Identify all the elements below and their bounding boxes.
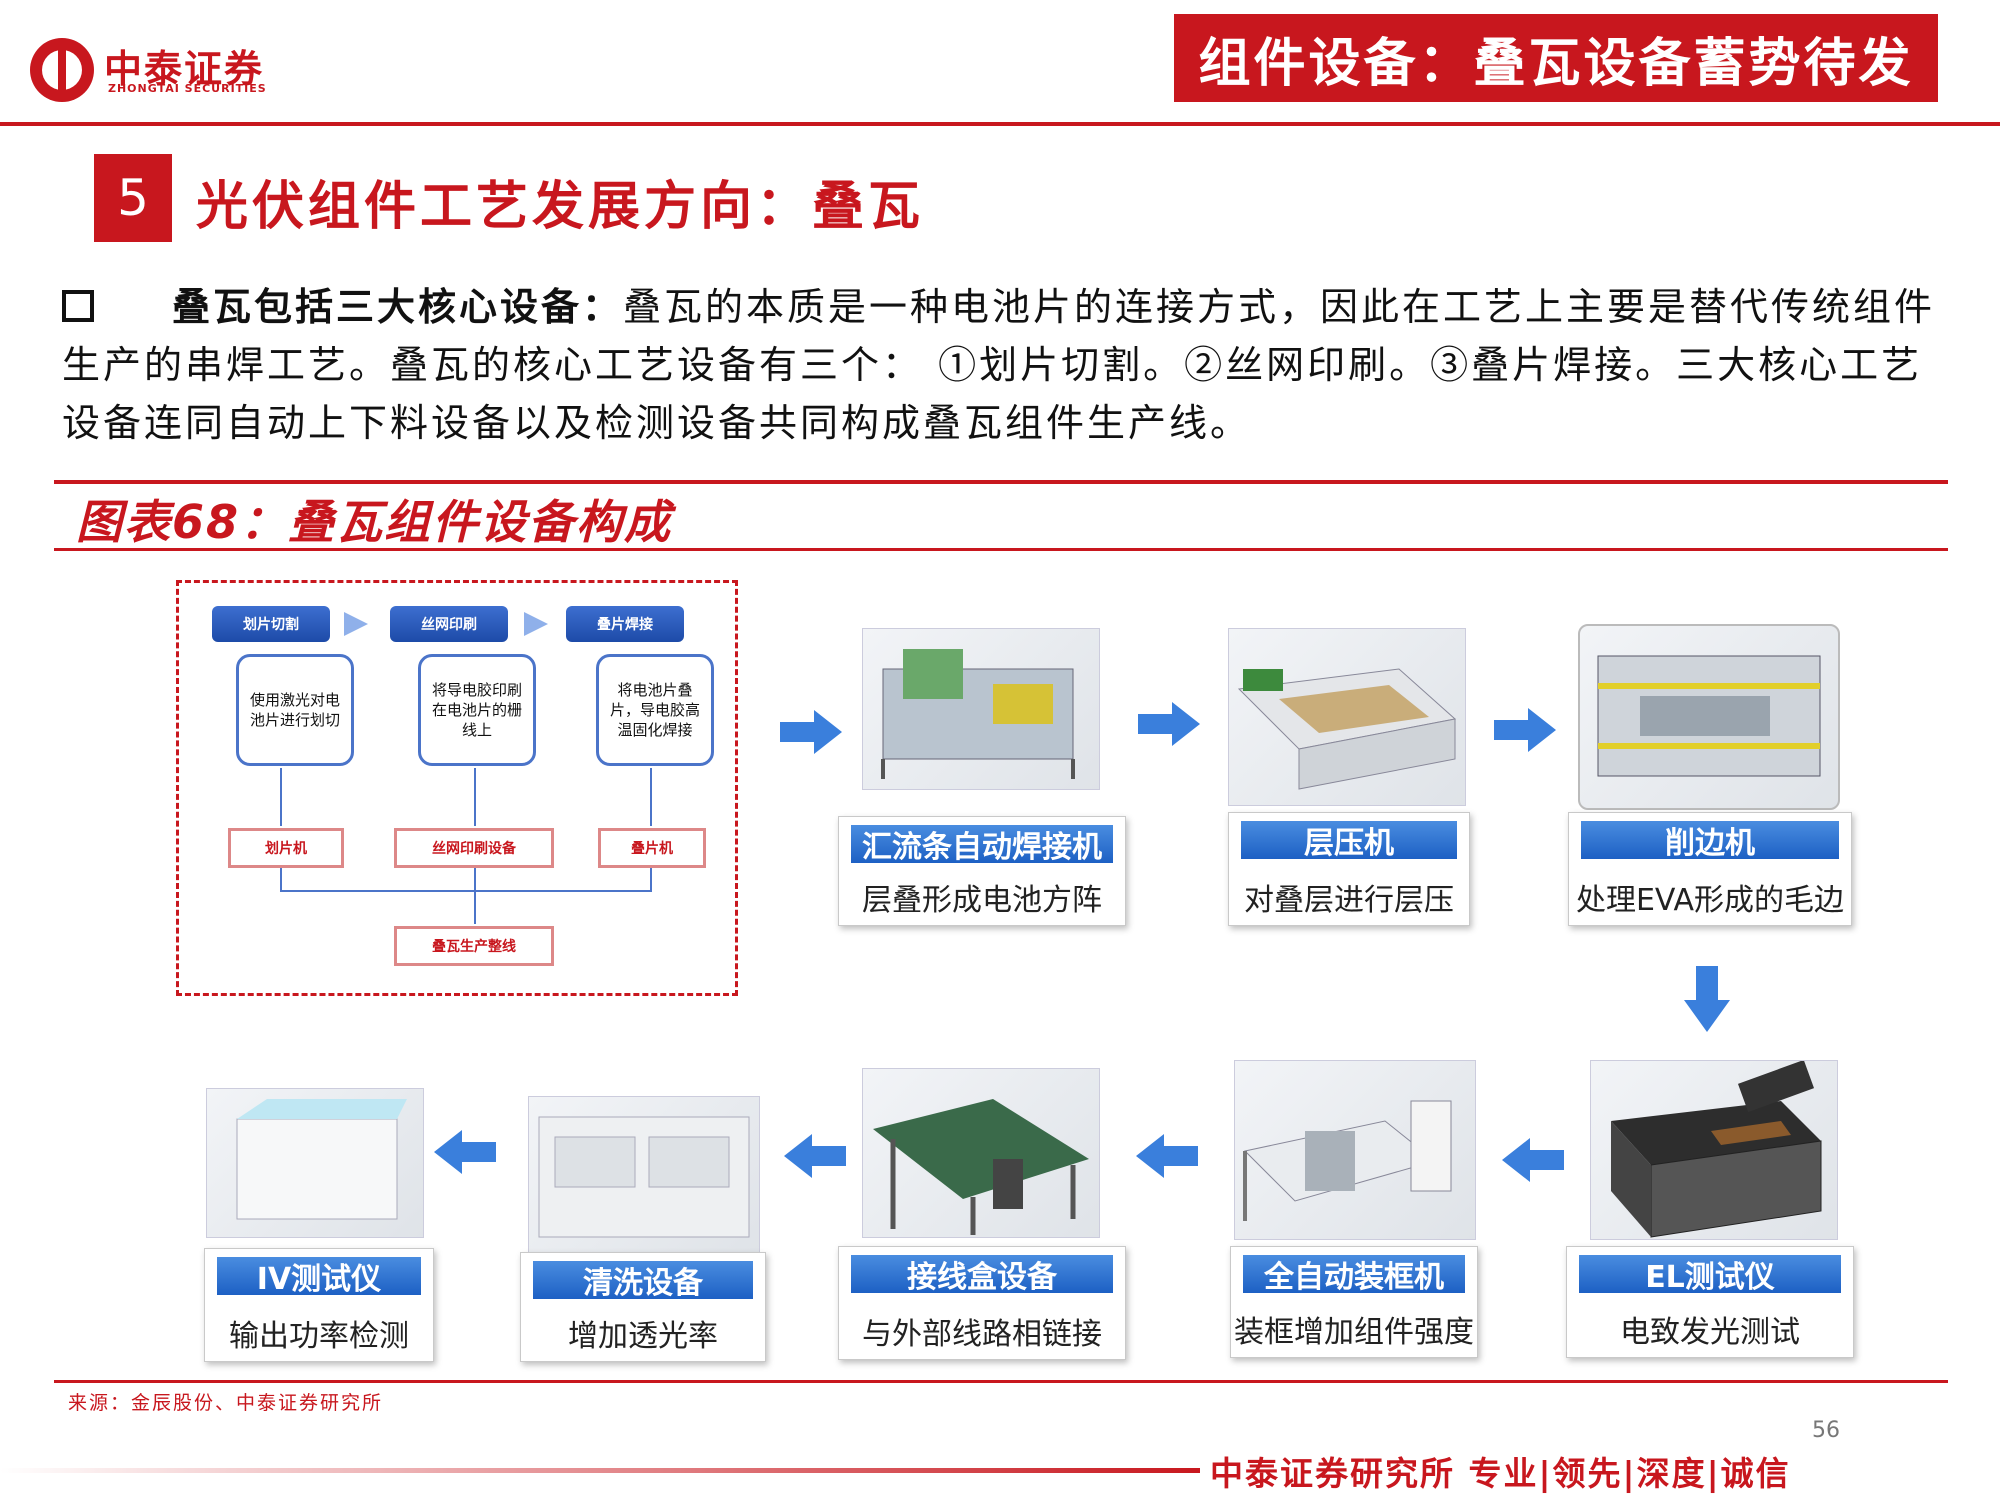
paragraph-text: 叠瓦的本质是一种电池片的连接方式，因此在工艺上主要是替代传统组件生产的串焊工艺。… <box>62 285 1936 445</box>
machine-image <box>206 1088 424 1238</box>
paragraph-lead: 叠瓦包括三大核心设备： <box>172 284 624 329</box>
header-divider <box>0 122 2000 126</box>
machine-label-card: 接线盒设备 与外部线路相链接 <box>838 1246 1126 1360</box>
equipment-box: 叠片机 <box>598 828 706 868</box>
connector-line <box>474 868 476 924</box>
el-tester-icon <box>1611 1059 1822 1238</box>
company-logo-icon <box>30 38 94 102</box>
arrow-right-icon <box>1138 700 1202 748</box>
framing-machine-icon <box>1243 1100 1452 1221</box>
connector-line <box>280 868 282 890</box>
machine-label-card: 层压机 对叠层进行层压 <box>1228 812 1470 926</box>
arrow-left-icon <box>432 1128 496 1176</box>
machine-image <box>528 1096 760 1254</box>
machine-image <box>862 628 1100 790</box>
source-rule <box>54 1380 1948 1383</box>
machine-name: 全自动装框机 <box>1243 1255 1465 1295</box>
junction-box-machine-icon <box>873 1099 1089 1235</box>
connector-line <box>650 768 652 826</box>
process-step-head: 划片切割 <box>212 606 330 642</box>
section-number: 5 <box>94 154 172 242</box>
machine-name: 接线盒设备 <box>851 1255 1113 1295</box>
equipment-box: 划片机 <box>228 828 344 868</box>
machine-desc: 装框增加组件强度 <box>1234 1315 1474 1350</box>
figure-bottom-rule <box>54 548 1948 551</box>
arrow-left-icon <box>1500 1136 1564 1184</box>
machine-desc: 处理EVA形成的毛边 <box>1575 883 1845 918</box>
machine-label-card: EL测试仪 电致发光测试 <box>1566 1246 1854 1358</box>
figure-title: 图表68：叠瓦组件设备构成 <box>76 495 673 549</box>
connector-line <box>280 890 652 892</box>
arrow-left-icon <box>782 1132 846 1180</box>
logo-subtext: ZHONGTAI SECURITIES <box>108 82 267 95</box>
square-bullet-icon <box>62 290 94 322</box>
connector-line <box>650 868 652 890</box>
machine-image <box>1590 1059 1838 1240</box>
section-title: 光伏组件工艺发展方向：叠瓦 <box>196 176 925 237</box>
machine-desc: 对叠层进行层压 <box>1244 883 1454 918</box>
process-step-desc: 将导电胶印刷在电池片的栅线上 <box>418 654 536 766</box>
connector-line <box>280 768 282 826</box>
iv-tester-icon <box>236 1099 407 1220</box>
welding-machine-icon <box>881 649 1075 779</box>
source-note: 来源：金辰股份、中泰证券研究所 <box>68 1392 384 1414</box>
machine-name: EL测试仪 <box>1579 1255 1841 1295</box>
body-paragraph: 叠瓦包括三大核心设备：叠瓦的本质是一种电池片的连接方式，因此在工艺上主要是替代传… <box>62 278 1942 452</box>
page-number: 56 <box>1812 1418 1840 1443</box>
machine-label-card: 清洗设备 增加透光率 <box>520 1252 766 1362</box>
arrow-right-icon <box>1494 706 1558 754</box>
final-line-box: 叠瓦生产整线 <box>394 926 554 966</box>
machine-name: 削边机 <box>1581 821 1839 861</box>
machine-desc: 电致发光测试 <box>1620 1315 1800 1350</box>
laminator-icon <box>1237 668 1457 790</box>
footer-slogan: 中泰证券研究所 专业|领先|深度|诚信 <box>1210 1454 1791 1493</box>
machine-name: 层压机 <box>1241 821 1457 861</box>
process-step-desc: 将电池片叠片，导电胶高温固化焊接 <box>596 654 714 766</box>
machine-label-card: IV测试仪 输出功率检测 <box>204 1248 434 1362</box>
machine-desc: 层叠形成电池方阵 <box>862 883 1102 918</box>
slide-title: 组件设备：叠瓦设备蓄势待发 <box>1174 14 1938 102</box>
machine-name: 汇流条自动焊接机 <box>851 825 1113 865</box>
machine-desc: 与外部线路相链接 <box>862 1317 1102 1352</box>
machine-image <box>862 1068 1100 1238</box>
figure-top-rule <box>54 480 1948 484</box>
arrow-left-icon <box>1134 1132 1198 1180</box>
arrow-right-icon <box>524 612 548 636</box>
process-step-desc: 使用激光对电池片进行划切 <box>236 654 354 766</box>
process-step-head: 叠片焊接 <box>566 606 684 642</box>
arrow-down-icon <box>1682 966 1732 1034</box>
machine-desc: 增加透光率 <box>568 1319 718 1354</box>
arrow-right-icon <box>780 708 844 756</box>
machine-label-card: 汇流条自动焊接机 层叠形成电池方阵 <box>838 816 1126 926</box>
machine-label-card: 削边机 处理EVA形成的毛边 <box>1568 812 1852 926</box>
machine-image <box>1578 624 1840 810</box>
process-flow-diagram <box>176 580 738 996</box>
machine-image <box>1228 628 1466 806</box>
footer-rule <box>0 1468 1200 1473</box>
connector-line <box>474 768 476 826</box>
cleaning-machine-icon <box>538 1116 750 1238</box>
logo-text: 中泰证券 <box>104 47 265 91</box>
process-step-head: 丝网印刷 <box>390 606 508 642</box>
arrow-right-icon <box>344 612 368 636</box>
machine-label-card: 全自动装框机 装框增加组件强度 <box>1230 1246 1478 1358</box>
machine-desc: 输出功率检测 <box>229 1319 409 1354</box>
machine-name: IV测试仪 <box>217 1257 421 1297</box>
trimming-machine-icon <box>1597 655 1821 777</box>
machine-image <box>1234 1060 1476 1240</box>
equipment-box: 丝网印刷设备 <box>394 828 554 868</box>
machine-name: 清洗设备 <box>533 1261 753 1301</box>
